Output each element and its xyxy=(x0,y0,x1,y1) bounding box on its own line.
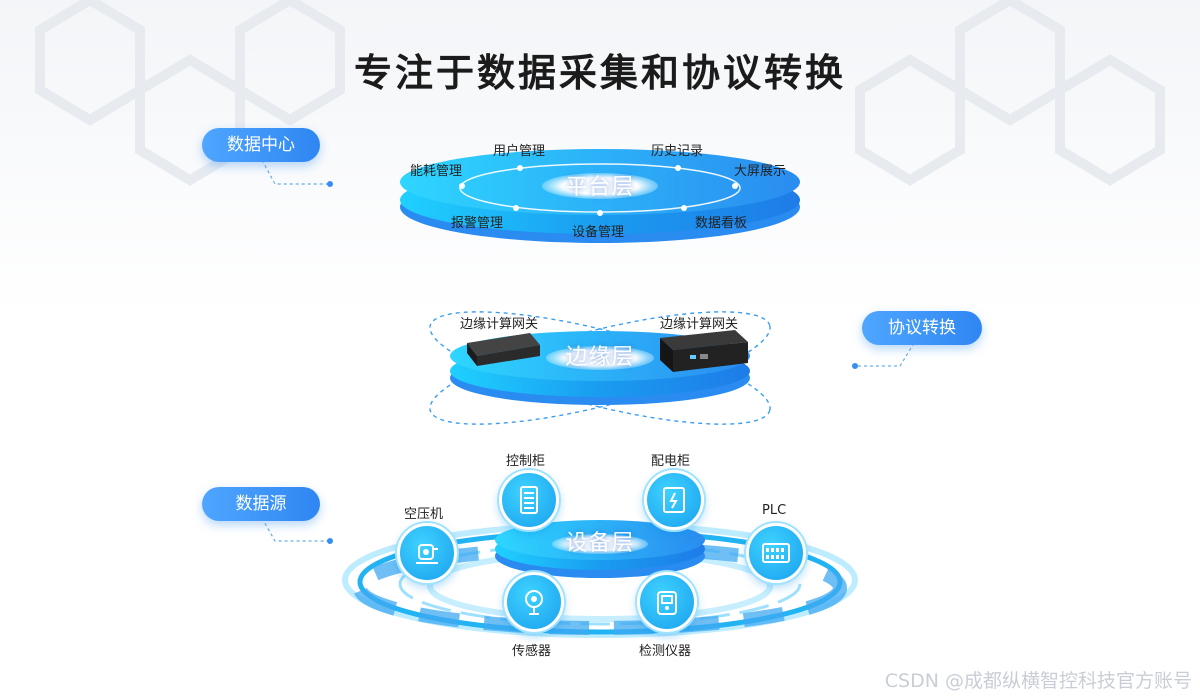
platform-layer-disk xyxy=(400,149,800,243)
data-source-pill: 数据源 xyxy=(202,487,320,521)
gateway-right-device xyxy=(660,330,748,372)
watermark: CSDN @成都纵横智控科技官方账号 xyxy=(884,670,1192,692)
detector-label: 检测仪器 xyxy=(639,644,692,659)
platform-item-bigscreen: 大屏展示 xyxy=(734,164,787,179)
connector-lines xyxy=(261,159,915,542)
gateway-left-label: 边缘计算网关 xyxy=(460,317,539,332)
distribution-cabinet-label: 配电柜 xyxy=(651,454,691,469)
beams-top xyxy=(579,232,629,330)
detector-icon xyxy=(637,572,697,632)
device-layer-label: 设备层 xyxy=(565,531,635,556)
plc-icon xyxy=(746,523,806,583)
edge-layer-label: 边缘层 xyxy=(565,345,635,370)
sensor-label: 传感器 xyxy=(512,644,552,659)
platform-item-device: 设备管理 xyxy=(572,225,625,240)
air-compressor-icon xyxy=(397,523,457,583)
platform-dots xyxy=(459,165,738,216)
device-layer-disk xyxy=(495,520,705,578)
platform-item-users: 用户管理 xyxy=(493,144,546,159)
platform-item-dashboard: 数据看板 xyxy=(695,216,748,231)
control-cabinet-icon xyxy=(499,470,559,530)
distribution-cabinet-icon xyxy=(644,470,704,530)
plc-label: PLC xyxy=(762,503,787,518)
platform-item-energy: 能耗管理 xyxy=(410,164,463,179)
platform-item-history: 历史记录 xyxy=(651,144,704,159)
sensor-icon xyxy=(504,572,564,632)
protocol-conversion-pill: 协议转换 xyxy=(862,311,982,345)
data-center-pill: 数据中心 xyxy=(202,128,320,162)
air-compressor-label: 空压机 xyxy=(404,507,444,522)
platform-layer-label: 平台层 xyxy=(565,175,635,200)
platform-item-alarm: 报警管理 xyxy=(451,216,504,231)
gateway-left-device xyxy=(467,333,540,366)
beams-bottom xyxy=(579,398,629,505)
gateway-right-label: 边缘计算网关 xyxy=(660,317,739,332)
control-cabinet-label: 控制柜 xyxy=(506,454,546,469)
page-title: 专注于数据采集和协议转换 xyxy=(353,51,846,95)
